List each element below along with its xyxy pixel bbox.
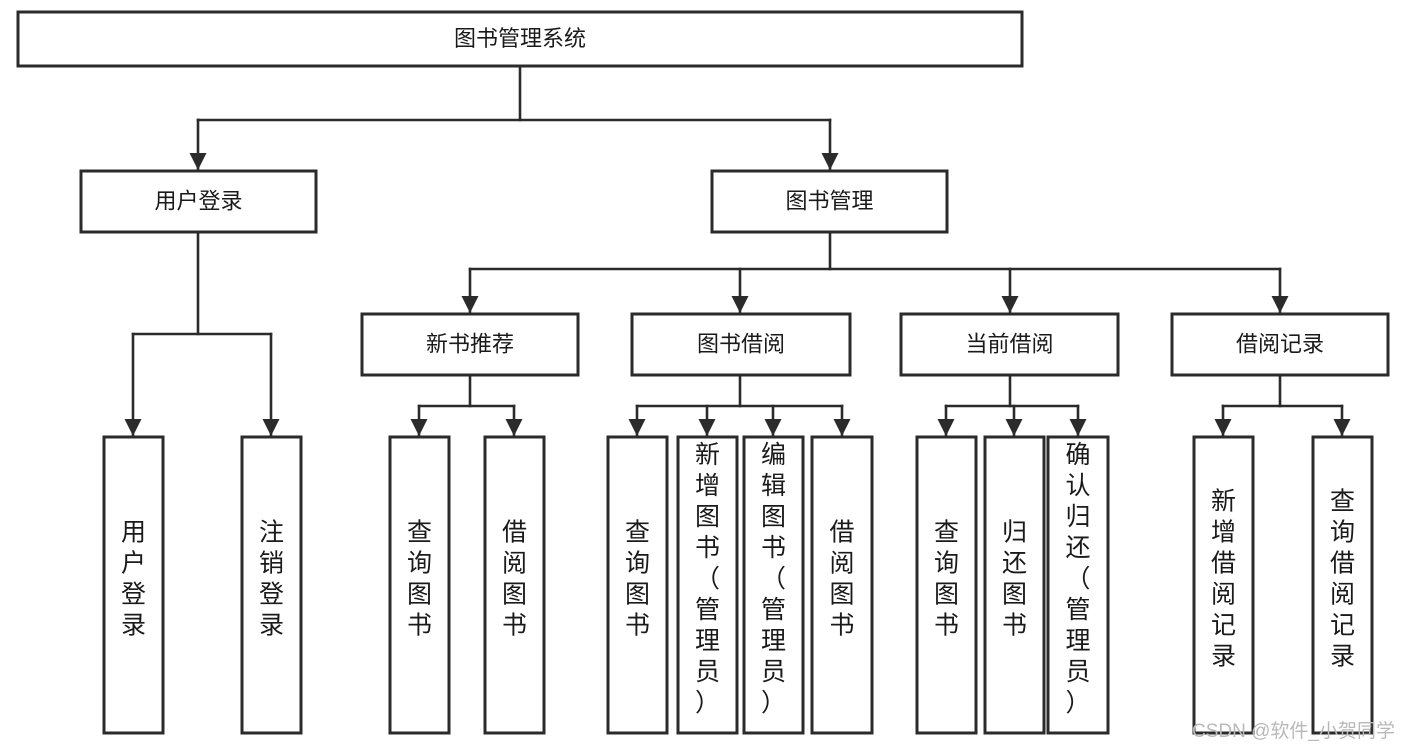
node-label-book-manage: 图书管理 (785, 188, 873, 213)
connector-new-book-to-leaves (417, 373, 516, 408)
connector-book-manage-to-level3 (468, 230, 1282, 271)
node-label-leaf-user-login: 用户登录 (121, 519, 146, 640)
arrow-head-icon (833, 419, 851, 436)
arrow-head-icon (124, 419, 142, 436)
node-leaf-confirm-return[interactable]: 确认归还（管理员） (1046, 435, 1110, 735)
arrow-head-icon (698, 419, 716, 436)
node-box-leaf-logout[interactable] (240, 435, 303, 735)
node-box-book-manage[interactable] (710, 169, 949, 234)
node-box-leaf-query-book-1[interactable] (388, 435, 451, 735)
connector-layer (124, 64, 1351, 437)
node-book-manage[interactable]: 图书管理 (710, 169, 949, 234)
node-leaf-query-record[interactable]: 查询借阅记录 (1311, 435, 1374, 735)
node-box-user-login[interactable] (79, 169, 318, 234)
node-borrow-record[interactable]: 借阅记录 (1170, 312, 1390, 377)
node-root[interactable]: 图书管理系统 (16, 10, 1024, 68)
node-label-new-book-recommend: 新书推荐 (426, 331, 514, 356)
arrow-head-icon (410, 419, 428, 436)
node-leaf-borrow-book-1[interactable]: 借阅图书 (483, 435, 546, 735)
node-label-leaf-borrow-book-2: 借阅图书 (829, 519, 854, 640)
connector-borrow-record-to-leaves (1221, 373, 1344, 408)
arrow-head-icon (937, 419, 955, 436)
node-label-leaf-query-book-3: 查询图书 (934, 519, 959, 640)
node-user-login[interactable]: 用户登录 (79, 169, 318, 234)
node-label-leaf-edit-book: 编辑图书（管理员） (761, 441, 786, 717)
arrow-head-icon (1214, 419, 1232, 436)
node-leaf-add-record[interactable]: 新增借阅记录 (1192, 435, 1255, 735)
node-box-leaf-query-record[interactable] (1311, 435, 1374, 735)
arrow-head-icon (262, 419, 280, 436)
node-leaf-return-book[interactable]: 归还图书 (983, 435, 1046, 735)
node-book-borrow[interactable]: 图书借阅 (630, 312, 852, 377)
node-box-leaf-borrow-book-2[interactable] (810, 435, 874, 735)
node-leaf-query-book-2[interactable]: 查询图书 (606, 435, 669, 735)
arrow-head-icon (764, 419, 782, 436)
connector-book-borrow-to-leaves (635, 373, 844, 408)
node-box-leaf-edit-book[interactable] (742, 435, 805, 735)
node-label-leaf-add-book: 新增图书（管理员） (695, 441, 720, 717)
node-label-book-borrow: 图书借阅 (697, 331, 785, 356)
node-label-leaf-confirm-return: 确认归还（管理员） (1065, 441, 1090, 717)
node-box-borrow-record[interactable] (1170, 312, 1390, 377)
node-label-leaf-query-record: 查询借阅记录 (1330, 488, 1355, 671)
arrow-head-icon (1069, 419, 1087, 436)
connector-user-login-to-leaves (131, 230, 273, 336)
node-box-new-book-recommend[interactable] (360, 312, 580, 377)
arrow-head-icon (1333, 419, 1351, 436)
node-label-leaf-borrow-book-1: 借阅图书 (502, 519, 527, 640)
node-label-borrow-record: 借阅记录 (1236, 331, 1324, 356)
node-label-leaf-logout: 注销登录 (259, 519, 284, 640)
arrow-head-icon (189, 153, 207, 170)
node-box-leaf-confirm-return[interactable] (1046, 435, 1110, 735)
node-box-leaf-add-book[interactable] (676, 435, 739, 735)
node-box-root[interactable] (16, 10, 1024, 68)
node-leaf-query-book-1[interactable]: 查询图书 (388, 435, 451, 735)
arrow-head-icon (1001, 296, 1019, 313)
arrow-head-icon (1271, 296, 1289, 313)
node-label-leaf-add-record: 新增借阅记录 (1211, 488, 1236, 671)
node-current-borrow[interactable]: 当前借阅 (899, 312, 1120, 377)
node-label-leaf-query-book-1: 查询图书 (407, 519, 432, 640)
connector-current-borrow-to-leaves (944, 373, 1080, 408)
node-label-current-borrow: 当前借阅 (965, 331, 1053, 356)
node-box-leaf-return-book[interactable] (983, 435, 1046, 735)
node-box-current-borrow[interactable] (899, 312, 1120, 377)
node-box-book-borrow[interactable] (630, 312, 852, 377)
node-leaf-user-login[interactable]: 用户登录 (102, 435, 165, 735)
node-label-user-login: 用户登录 (154, 188, 242, 213)
node-label-leaf-return-book: 归还图书 (1002, 519, 1027, 640)
node-label-leaf-query-book-2: 查询图书 (625, 519, 650, 640)
arrow-head-icon (821, 153, 839, 170)
node-leaf-borrow-book-2[interactable]: 借阅图书 (810, 435, 874, 735)
arrow-head-icon (461, 296, 479, 313)
node-box-leaf-add-record[interactable] (1192, 435, 1255, 735)
arrow-head-icon (505, 419, 523, 436)
node-box-leaf-borrow-book-1[interactable] (483, 435, 546, 735)
connector-root-to-level2 (196, 64, 832, 122)
arrow-head-icon (731, 296, 749, 313)
node-layer: 图书管理系统用户登录图书管理新书推荐图书借阅当前借阅借阅记录用户登录注销登录查询… (16, 10, 1390, 735)
node-label-root: 图书管理系统 (454, 26, 586, 51)
node-leaf-query-book-3[interactable]: 查询图书 (915, 435, 978, 735)
node-box-leaf-query-book-2[interactable] (606, 435, 669, 735)
node-new-book-recommend[interactable]: 新书推荐 (360, 312, 580, 377)
arrow-head-icon (1005, 419, 1023, 436)
node-box-leaf-user-login[interactable] (102, 435, 165, 735)
arrow-head-icon (628, 419, 646, 436)
node-box-leaf-query-book-3[interactable] (915, 435, 978, 735)
node-leaf-logout[interactable]: 注销登录 (240, 435, 303, 735)
node-leaf-add-book[interactable]: 新增图书（管理员） (676, 435, 739, 735)
node-leaf-edit-book[interactable]: 编辑图书（管理员） (742, 435, 805, 735)
